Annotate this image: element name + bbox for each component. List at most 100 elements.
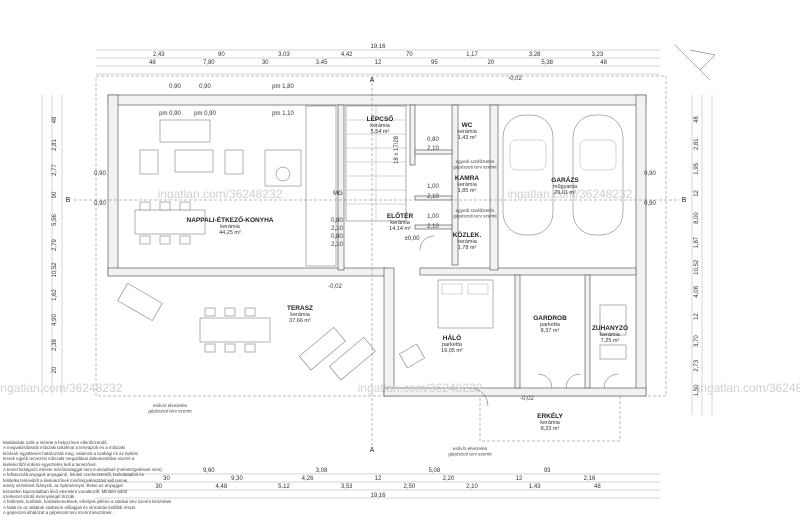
dim-right-label: 2,73	[694, 359, 700, 371]
dim-right-label: 8,00	[694, 212, 700, 224]
dim-bottom-total: 19,16	[370, 493, 386, 499]
section-marker-a-bottom: A	[370, 447, 375, 454]
gutter-note-left: esővíz-elvezetés	[153, 403, 188, 408]
roof-overhang-outline	[95, 75, 667, 397]
opening-label: 1,00	[427, 184, 439, 190]
legend-line: A falak és az ablakok vasbeton előlapjai…	[3, 504, 137, 510]
dim-right-label: 1,50	[694, 384, 700, 396]
dim-bottom-label: 48	[594, 484, 601, 490]
watermark-text: ingatlan.com/36248232	[158, 187, 283, 201]
room-floor-balcony: kerámia	[540, 420, 561, 426]
level-marker-terrace: -0,02	[328, 284, 342, 290]
opening-label: 0,80	[331, 218, 343, 224]
legend-line: A födémek, korlátok, korlátelemelések, e…	[3, 499, 171, 505]
section-lines	[74, 78, 680, 448]
dim-top-label: 3,28	[529, 52, 541, 58]
room-floor-hall: kerámia	[390, 220, 411, 226]
ventilation-note-1: egyedi szellőztetés	[456, 159, 496, 164]
room-floor-living: kerámia	[220, 224, 241, 230]
dim-right-label: 3,70	[694, 335, 700, 347]
room-area-corridor: 1,78 m²	[458, 245, 477, 251]
watermark-text: ingatlan.com/36248232	[508, 187, 633, 201]
legend-line: A gépészeti alhálózat a gépészeti terv s…	[3, 510, 113, 516]
dim-right-label: 12	[694, 313, 700, 320]
room-area-living: 44,25 m²	[219, 230, 241, 236]
dim-bottom-label: 4,48	[215, 484, 227, 490]
room-area-stairs: 5,54 m²	[371, 129, 390, 135]
opening-label: 0,90	[169, 84, 181, 90]
dim-bottom-label: 12	[375, 476, 382, 482]
room-floor-pantry: kerámia	[457, 182, 478, 188]
dim-left-label: 2,81	[52, 139, 58, 151]
opening-label: 0,90	[94, 171, 106, 177]
dim-bottom-label: 1,43	[529, 484, 541, 490]
opening-label: 2,10	[427, 194, 439, 200]
room-area-wc: 1,43 m²	[458, 135, 477, 141]
room-floor-shower: kerámia	[600, 332, 621, 338]
opening-label: pm 0,90	[159, 111, 181, 117]
watermarks: ingatlan.com/36248232 ingatlan.com/362482…	[0, 187, 800, 395]
dim-bottom-label: 2,20	[443, 476, 455, 482]
room-floor-garage: műgyanta	[553, 184, 578, 190]
legend-line: közvetlen kapcsolatban lévő elemekre von…	[3, 488, 127, 494]
dim-left-label: 10,52	[52, 262, 58, 278]
dim-top-label: 48	[600, 60, 607, 66]
opening-label: 0,80	[331, 234, 343, 240]
gutter-note-bottom: esővíz-elvezetés	[453, 446, 488, 451]
room-floor-terrace: kerámia	[290, 312, 311, 318]
dim-top-label: 30	[262, 60, 269, 66]
ventilation-note-2: egyedi szellőztetés	[456, 208, 496, 213]
dim-left-label: 2,77	[52, 164, 58, 176]
dim-right-label: 4,08	[694, 285, 700, 297]
room-area-shower: 7,25 m²	[601, 338, 620, 344]
legend-line: Moldasáda szék a mérete a helyszínen ell…	[3, 440, 108, 445]
dim-top-label: 3,45	[316, 60, 328, 66]
watermark-text: ingatlan.com/36248232	[358, 381, 483, 395]
legend-notes: Moldasáda szék a mérete a helyszínen ell…	[3, 440, 171, 516]
room-area-bedroom: 16,05 m²	[441, 348, 463, 354]
room-name-bedroom: HÁLÓ	[443, 333, 461, 342]
dim-right-label: 2,81	[694, 138, 700, 150]
dim-right-label: 1,87	[694, 236, 700, 248]
opening-label: 0,80	[427, 137, 439, 143]
stairs	[345, 105, 407, 222]
room-area-wardrobe: 8,37 m²	[541, 328, 560, 334]
legend-line: felületkezeléseiből a kivitelezőnek minő…	[3, 477, 129, 483]
north-arrow-icon	[674, 44, 716, 81]
balcony-outline	[479, 395, 621, 442]
dim-bottom-label: 2,50	[403, 484, 415, 490]
dim-bottom-label: 4,26	[302, 476, 314, 482]
opening-label: 2,10	[331, 242, 343, 248]
watermark-text: ingatlan.com/36248232	[698, 381, 800, 395]
dim-bottom-label: 9,30	[231, 476, 243, 482]
garage-cars	[502, 114, 624, 236]
opening-label: pm 1,80	[272, 84, 294, 90]
living-furniture	[134, 105, 337, 267]
terrace-furniture	[117, 282, 376, 381]
room-name-terrace: TERASZ	[287, 305, 313, 312]
dim-bottom-label: 5,08	[429, 468, 441, 474]
dim-right-label: 48	[694, 116, 700, 123]
opening-label: 2,10	[427, 224, 439, 230]
section-marker-b-right: B	[682, 197, 687, 204]
dim-right-label: 10,52	[694, 259, 700, 275]
room-area-balcony: 8,33 m²	[541, 426, 560, 432]
room-name-pantry: KAMRA	[455, 175, 479, 182]
dim-top-label: 4,42	[341, 52, 353, 58]
interior-walls	[337, 104, 591, 389]
dim-right-label: 1,95	[694, 162, 700, 174]
dim-bottom-label: 2,10	[466, 484, 478, 490]
opening-label: MG	[333, 191, 343, 197]
dim-bottom-label: 93	[544, 468, 551, 474]
dim-top-label: 90	[218, 52, 225, 58]
dim-top-label: 1,17	[466, 52, 478, 58]
room-name-balcony: ERKÉLY	[537, 411, 563, 420]
stair-label: 18 x 17/28	[394, 135, 400, 164]
room-area-garage: 29,01 m²	[554, 190, 576, 196]
dim-left-label: 2,79	[52, 239, 58, 251]
dim-left-label: 2,38	[52, 339, 58, 351]
